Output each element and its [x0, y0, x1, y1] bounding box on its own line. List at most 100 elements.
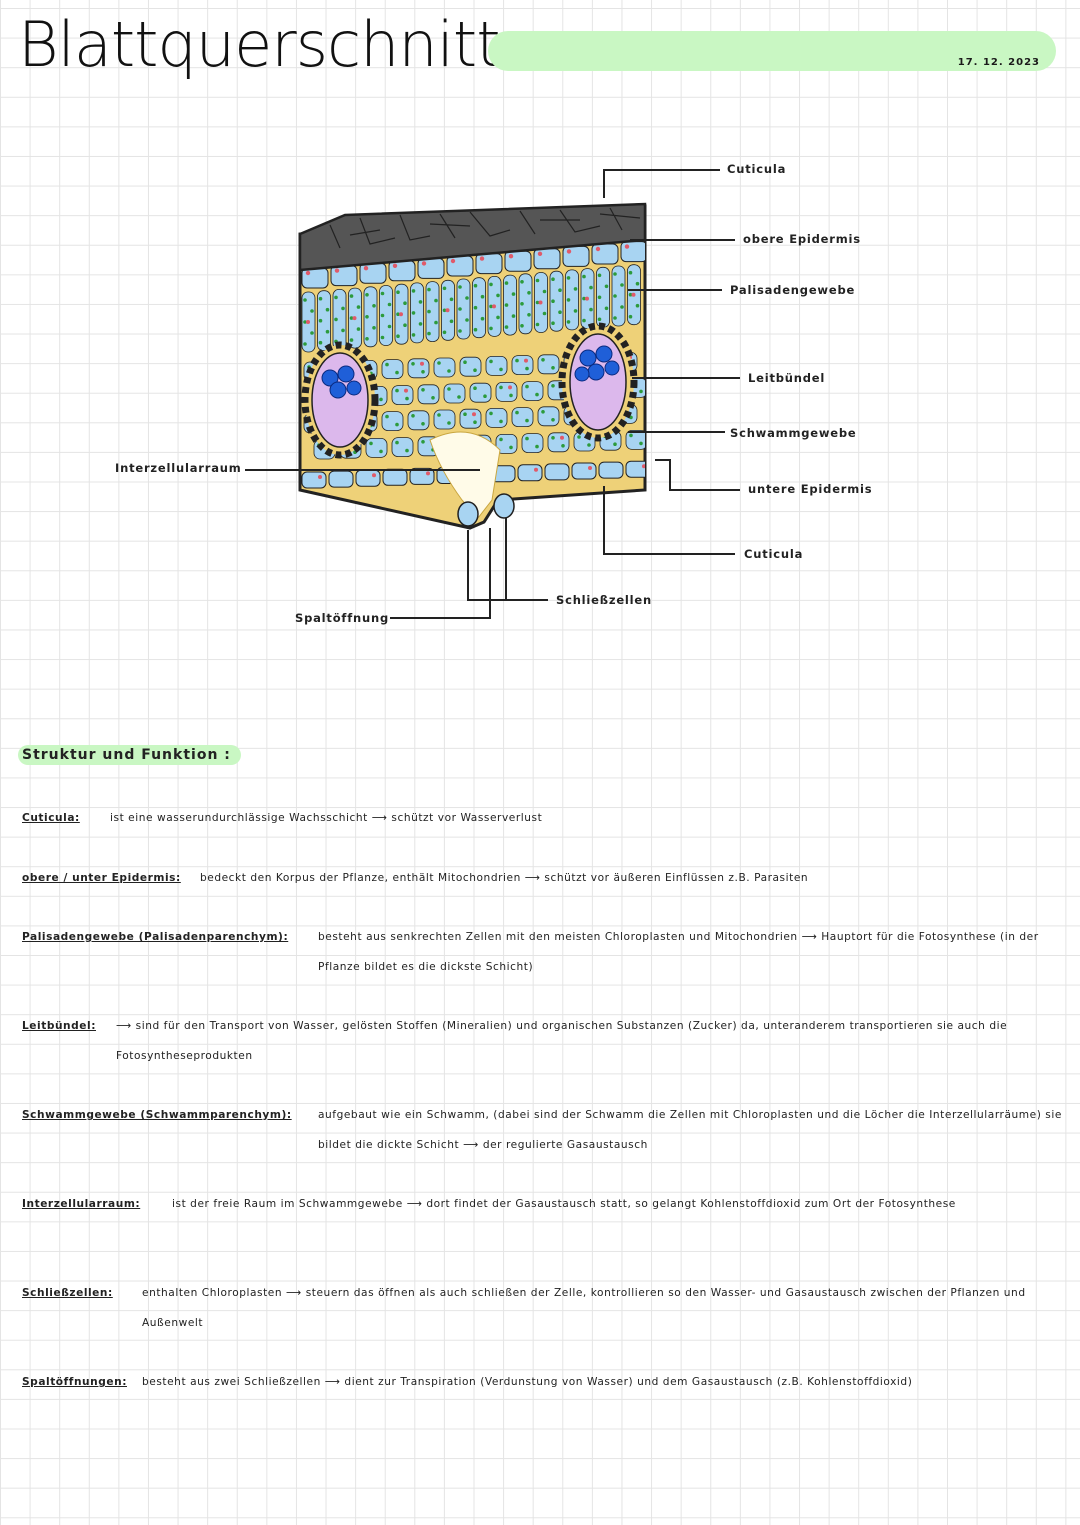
chloroplast-dot	[499, 438, 503, 442]
chloroplast-dot	[577, 435, 581, 439]
chloroplast-dot	[350, 294, 354, 298]
entry-term: obere / unter Epidermis:	[22, 864, 181, 894]
chloroplast-dot	[574, 287, 578, 291]
entry-guard-cells: Schließzellen: enthalten Chloroplasten ⟶…	[22, 1279, 1062, 1339]
spongy-cell	[408, 359, 429, 378]
chloroplast-dot	[499, 368, 503, 372]
chloroplast-dot	[381, 314, 385, 318]
chloroplast-dot	[357, 305, 361, 309]
chloroplast-dot	[365, 293, 369, 297]
entry-text: aufgebaut wie ein Schwamm, (dabei sind d…	[318, 1101, 1062, 1160]
vascular-bundle-left	[305, 345, 375, 455]
chloroplast-dot	[412, 289, 416, 293]
chloroplast-dot	[567, 298, 571, 302]
chloroplast-dot	[310, 331, 314, 335]
chloroplast-dot	[443, 287, 447, 291]
chloroplast-dot	[543, 312, 547, 316]
spongy-cell	[434, 358, 455, 377]
chloroplast-dot	[369, 442, 373, 446]
spongy-cell	[548, 433, 569, 452]
chloroplast-dot	[558, 310, 562, 314]
epidermis-cell	[447, 256, 473, 276]
chloroplast-dot	[525, 437, 529, 441]
mitochondrion-dot	[393, 264, 397, 268]
mitochondrion-dot	[560, 436, 564, 440]
label-spongy: Schwammgewebe	[730, 426, 857, 440]
chloroplast-dot	[574, 309, 578, 313]
label-cuticula-top: Cuticula	[727, 162, 786, 176]
epidermis-cell	[418, 258, 444, 278]
chloroplast-dot	[551, 366, 555, 370]
chloroplast-dot	[489, 327, 493, 331]
chloroplast-dot	[613, 316, 617, 320]
chloroplast-dot	[582, 275, 586, 279]
chloroplast-dot	[587, 443, 591, 447]
mitochondrion-dot	[446, 308, 450, 312]
spongy-cell	[496, 382, 517, 401]
chloroplast-dot	[636, 282, 640, 286]
chloroplast-dot	[613, 272, 617, 276]
chloroplast-dot	[505, 281, 509, 285]
mitochondrion-dot	[625, 244, 629, 248]
chloroplast-dot	[434, 299, 438, 303]
chloroplast-dot	[620, 283, 624, 287]
mitochondrion-dot	[509, 254, 513, 258]
chloroplast-dot	[427, 332, 431, 336]
chloroplast-dot	[396, 290, 400, 294]
entry-text: enthalten Chloroplasten ⟶ steuern das öf…	[142, 1279, 1062, 1338]
chloroplast-dot	[639, 390, 643, 394]
spongy-cell	[408, 411, 429, 430]
chloroplast-dot	[598, 274, 602, 278]
chloroplast-dot	[357, 327, 361, 331]
chloroplast-dot	[505, 325, 509, 329]
chloroplast-dot	[473, 420, 477, 424]
chloroplast-dot	[303, 298, 307, 302]
chloroplast-dot	[483, 394, 487, 398]
mitochondrion-dot	[420, 362, 424, 366]
chloroplast-dot	[605, 285, 609, 289]
mitochondrion-dot	[422, 261, 426, 265]
chloroplast-dot	[427, 310, 431, 314]
spongy-cell	[392, 438, 413, 457]
chloroplast-dot	[421, 440, 425, 444]
spongy-cell	[512, 356, 533, 375]
chloroplast-dot	[419, 300, 423, 304]
chloroplast-dot	[474, 284, 478, 288]
chloroplast-dot	[512, 292, 516, 296]
chloroplast-dot	[536, 279, 540, 283]
chloroplast-dot	[473, 368, 477, 372]
chloroplast-dot	[525, 367, 529, 371]
entry-term: Schwammgewebe (Schwammparenchym):	[22, 1101, 292, 1131]
chloroplast-dot	[450, 298, 454, 302]
chloroplast-dot	[431, 396, 435, 400]
epidermis-cell	[331, 266, 357, 286]
mitochondrion-dot	[596, 247, 600, 251]
chloroplast-dot	[381, 292, 385, 296]
chloroplast-dot	[465, 296, 469, 300]
spongy-cell	[434, 410, 455, 429]
chloroplast-dot	[551, 384, 555, 388]
spongy-cell	[486, 408, 507, 427]
chloroplast-dot	[520, 324, 524, 328]
chloroplast-dot	[458, 329, 462, 333]
chloroplast-dot	[589, 286, 593, 290]
chloroplast-dot	[437, 361, 441, 365]
chloroplast-dot	[613, 294, 617, 298]
chloroplast-dot	[458, 307, 462, 311]
leaf-cross-section-diagram: Cuticula obere Epidermis Palisadengewebe…	[0, 150, 1080, 650]
chloroplast-dot	[499, 386, 503, 390]
chloroplast-dot	[319, 297, 323, 301]
entry-palisade: Palisadengewebe (Palisadenparenchym): be…	[22, 923, 1062, 983]
epidermis-cell	[302, 268, 328, 288]
chloroplast-dot	[535, 393, 539, 397]
entry-stoma: Spaltöffnungen: besteht aus zwei Schließ…	[22, 1368, 1062, 1428]
chloroplast-dot	[303, 342, 307, 346]
spongy-cell	[382, 412, 403, 431]
chloroplast-dot	[629, 315, 633, 319]
chloroplast-dot	[365, 337, 369, 341]
spongy-cell	[470, 383, 491, 402]
chloroplast-dot	[605, 307, 609, 311]
spongy-cell	[392, 386, 413, 405]
lower-epidermis-cell	[356, 470, 380, 486]
chloroplast-dot	[447, 421, 451, 425]
